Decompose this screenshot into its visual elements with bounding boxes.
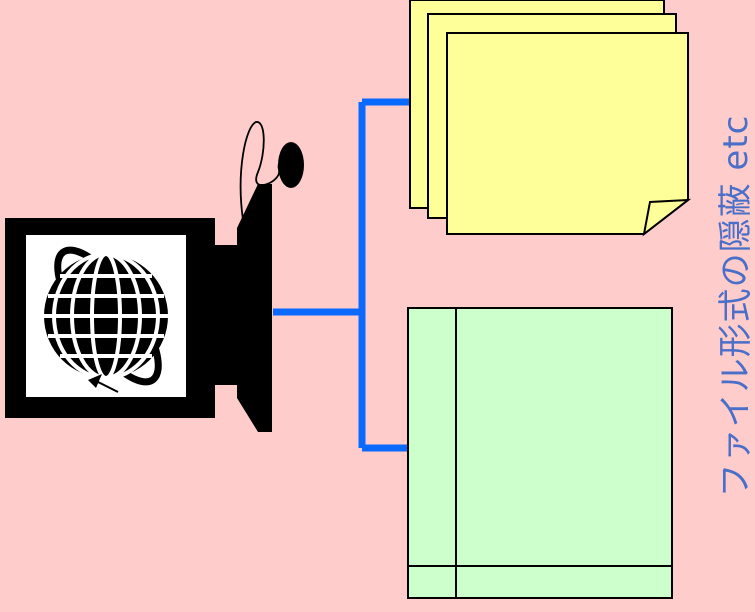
connector-lines — [273, 98, 412, 452]
monitor-stand — [237, 184, 272, 432]
document-folded-corner — [642, 198, 692, 237]
diagram-caption: ファイル形式の隠蔽 etc — [716, 114, 755, 498]
monitor-neck — [215, 245, 237, 385]
mouse-body — [278, 142, 304, 188]
document-stack-icon — [409, 0, 692, 237]
computer-globe-icon — [5, 184, 272, 432]
orbit-arrow-stem — [93, 379, 119, 393]
document-front — [446, 32, 692, 237]
spreadsheet-icon — [407, 307, 673, 599]
mouse-icon — [239, 121, 304, 221]
globe — [44, 252, 168, 380]
spreadsheet-body — [407, 307, 673, 599]
